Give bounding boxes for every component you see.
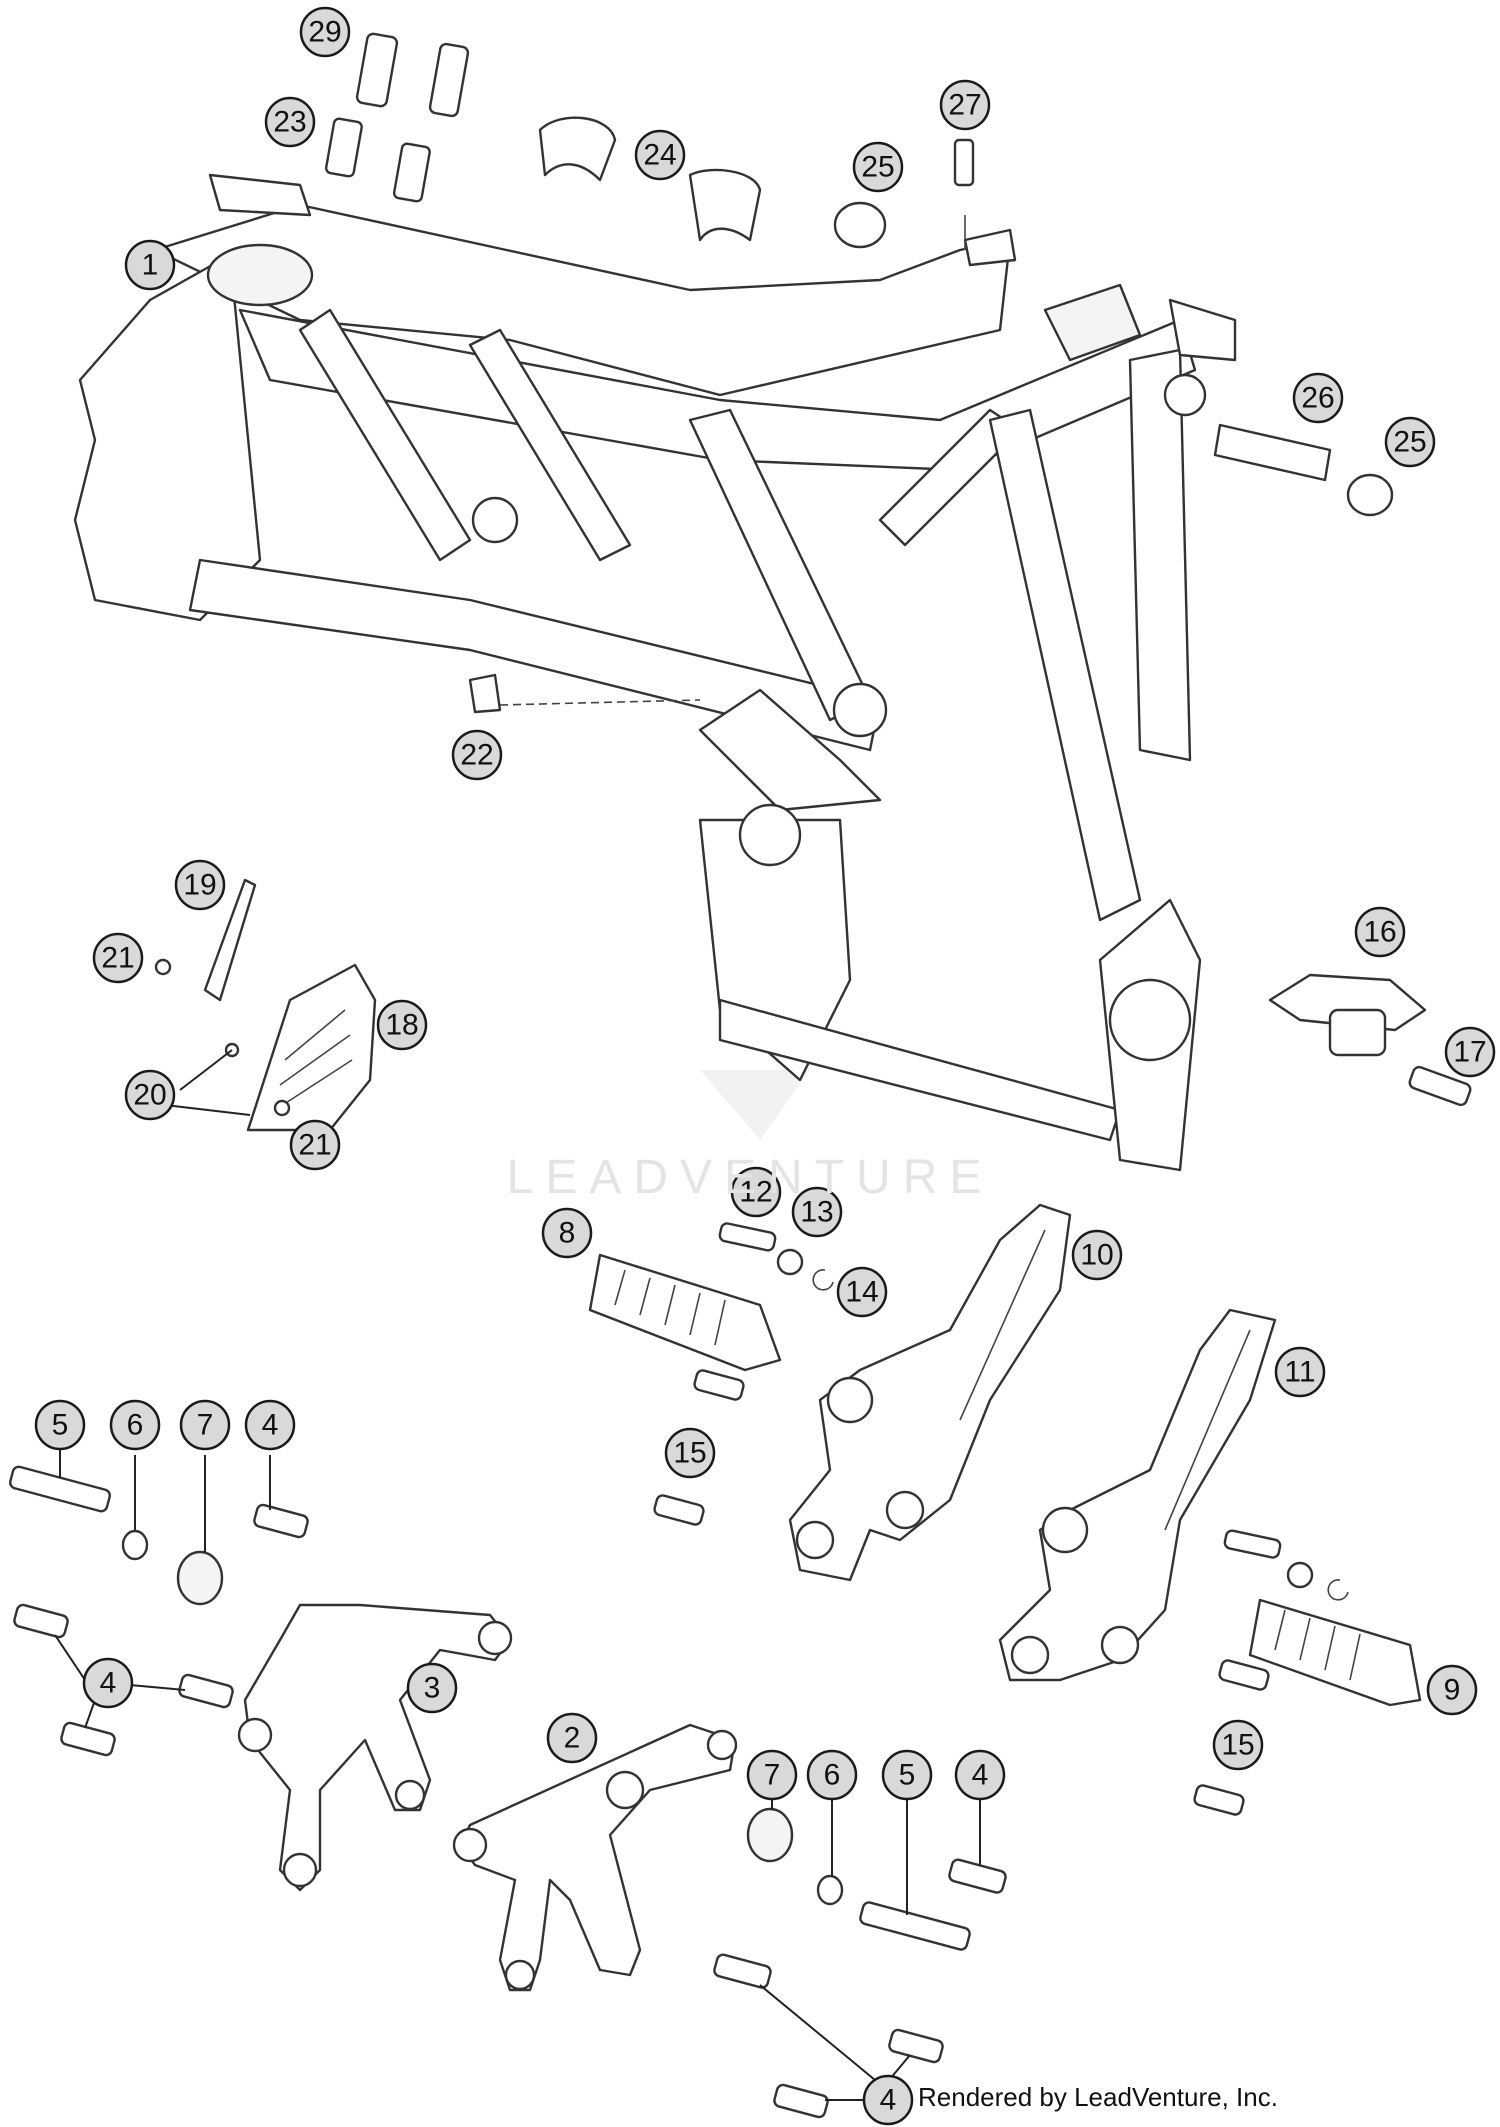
svg-text:4: 4 [100,1667,117,1700]
callout-25: 25 [1384,416,1436,468]
svg-text:17: 17 [1453,1036,1486,1069]
callout-25: 25 [852,141,904,193]
callout-2: 2 [546,1712,598,1764]
callout-13: 13 [791,1186,843,1238]
svg-text:25: 25 [1393,426,1426,459]
fasteners [9,1369,1270,2119]
callout-29: 29 [299,6,351,58]
callout-14: 14 [836,1266,888,1318]
callout-15: 15 [673,1437,706,1470]
svg-text:18: 18 [385,1009,418,1042]
callout-21: 21 [92,932,144,984]
callout-3: 3 [406,1662,458,1714]
svg-text:12: 12 [739,1176,772,1209]
engine-bracket-right [452,1723,738,1992]
callout-15: 15 [1212,1719,1264,1771]
callout-21: 21 [289,1119,341,1171]
callout-5: 5 [881,1749,933,1801]
footpeg-bracket-left [788,1203,1072,1582]
svg-text:6: 6 [127,1409,144,1442]
svg-text:26: 26 [1301,382,1334,415]
callout-5: 5 [34,1399,86,1451]
frame-hardware [324,32,1394,517]
svg-text:4: 4 [262,1409,279,1442]
svg-text:3: 3 [424,1672,441,1705]
svg-text:7: 7 [764,1759,781,1792]
engine-bracket-left [237,1603,513,1892]
footpeg-right [1248,1598,1422,1707]
callout-6: 6 [109,1399,161,1451]
svg-text:6: 6 [824,1759,841,1792]
svg-text:15: 15 [1221,1729,1254,1762]
svg-text:2: 2 [564,1722,581,1755]
credit-text: Rendered by LeadVenture, Inc. [918,2082,1278,2112]
callout-26: 26 [1292,372,1344,424]
svg-text:5: 5 [899,1759,916,1792]
svg-text:5: 5 [52,1409,69,1442]
svg-text:14: 14 [845,1276,878,1309]
callout-8: 8 [541,1207,593,1259]
callout-4: 4 [244,1399,296,1451]
svg-text:20: 20 [133,1079,166,1112]
callout-19: 19 [174,859,226,911]
main-frame [73,173,1237,1172]
callout-27: 27 [939,79,991,131]
callout-23: 23 [264,96,316,148]
callout-7: 7 [179,1399,231,1451]
chain-slider [1268,973,1472,1107]
callout-7: 7 [746,1749,798,1801]
svg-text:9: 9 [1444,1674,1461,1707]
callout-1: 1 [124,239,176,291]
svg-text:13: 13 [800,1196,833,1229]
svg-text:4: 4 [972,1759,989,1792]
callout-20: 20 [124,1069,176,1121]
callout-4: 4 [82,1657,134,1709]
svg-text:25: 25 [861,151,894,184]
watermark-text: LEADVENTURE [506,1151,994,1204]
svg-text:1: 1 [142,249,159,282]
callout-18: 18 [376,999,428,1051]
callout-4: 4 [954,1749,1006,1801]
callout-24: 24 [634,129,686,181]
footpeg-left [588,1253,782,1372]
svg-text:29: 29 [308,16,341,49]
svg-text:19: 19 [183,869,216,902]
svg-text:15: 15 [673,1437,706,1470]
svg-text:24: 24 [643,139,676,172]
footpeg-bracket-right [998,1308,1277,1682]
chain-guard [154,878,377,1132]
svg-text:16: 16 [1363,916,1396,949]
svg-text:8: 8 [559,1217,576,1250]
callout-15: 15 [664,1427,716,1479]
callout-11: 11 [1274,1346,1326,1398]
svg-text:23: 23 [273,106,306,139]
svg-text:4: 4 [880,2084,897,2117]
leader-lines [54,1049,981,2101]
callout-4: 4 [862,2074,914,2126]
svg-text:7: 7 [197,1409,214,1442]
callout-17: 17 [1444,1026,1496,1078]
svg-text:21: 21 [101,942,134,975]
svg-text:21: 21 [298,1129,331,1162]
callout-10: 10 [1071,1229,1123,1281]
callout-22: 22 [451,729,503,781]
callout-9: 9 [1426,1664,1478,1716]
callout-16: 16 [1354,906,1406,958]
svg-text:22: 22 [460,739,493,772]
svg-text:10: 10 [1080,1239,1113,1272]
svg-text:11: 11 [1284,1356,1315,1389]
callout-6: 6 [806,1749,858,1801]
svg-text:27: 27 [948,89,981,122]
callout-12: 12 [730,1166,782,1218]
